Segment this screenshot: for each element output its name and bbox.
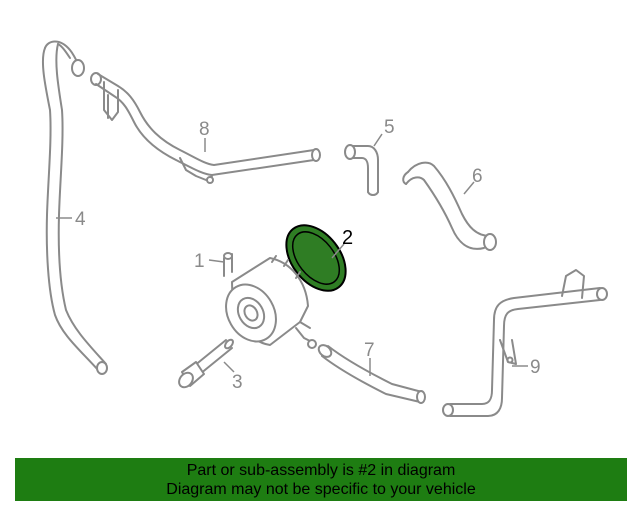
info-banner: Part or sub-assembly is #2 in diagram Di… — [15, 458, 627, 501]
callout-6: 6 — [472, 166, 483, 187]
part-6-hose[interactable] — [402, 161, 497, 251]
leader-6 — [463, 181, 475, 195]
leader-2 — [331, 243, 345, 259]
callout-4: 4 — [75, 209, 86, 230]
callout-3: 3 — [232, 372, 243, 393]
banner-line-1: Part or sub-assembly is #2 in diagram — [186, 462, 456, 479]
callout-1: 1 — [194, 251, 205, 272]
part-4-hose[interactable] — [41, 40, 108, 375]
callout-8: 8 — [199, 119, 210, 140]
callout-5: 5 — [384, 117, 395, 138]
leader-1 — [208, 259, 225, 263]
callout-9: 9 — [530, 357, 541, 378]
leader-5 — [373, 133, 383, 147]
parts-diagram: 1 2 3 4 5 6 7 8 9 — [41, 40, 608, 417]
part-8-tube[interactable] — [90, 72, 321, 184]
part-1-oil-cooler[interactable] — [216, 252, 317, 350]
part-7-hose[interactable] — [316, 343, 426, 404]
callout-7: 7 — [364, 340, 375, 361]
banner-line-2: Diagram may not be specific to your vehi… — [166, 481, 476, 498]
callout-2: 2 — [342, 227, 353, 249]
part-5-elbow-hose[interactable] — [344, 144, 379, 196]
part-9-tube[interactable] — [442, 269, 608, 417]
part-2-gasket-highlighted[interactable] — [274, 214, 357, 302]
part-3-bolt[interactable] — [176, 338, 234, 390]
leader-3 — [223, 361, 235, 373]
